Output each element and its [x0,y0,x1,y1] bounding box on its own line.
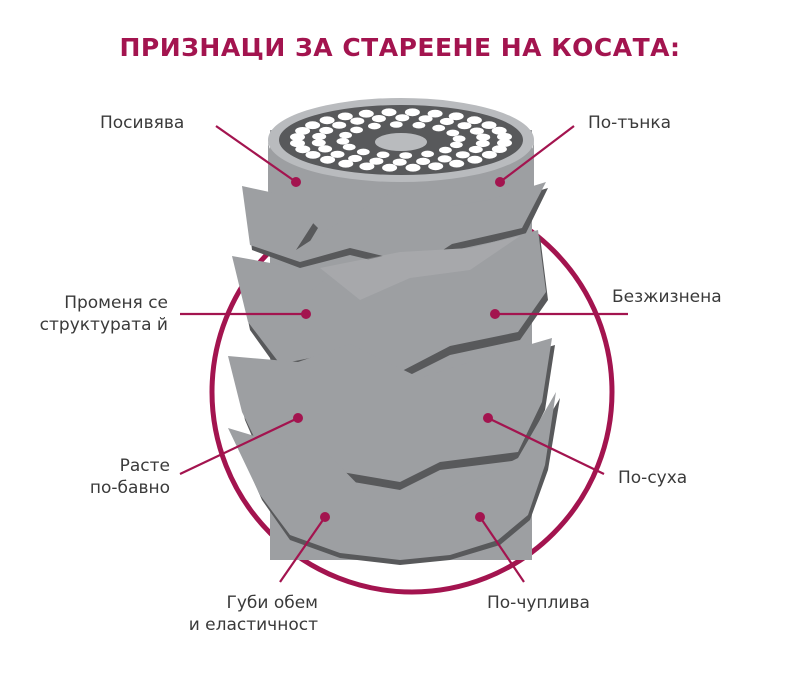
medulla-cell [320,155,336,164]
medulla-cell [475,139,490,148]
medulla-cell [449,159,465,168]
label-thinner: По-тънка [588,112,671,134]
medulla-cell [428,162,444,171]
label-drier: По-суха [618,467,687,489]
medulla-cell [311,139,326,147]
label-lifeless-text: Безжизнена [612,287,722,307]
label-slower: Расте по-бавно [40,455,170,499]
medulla-cell [319,126,334,135]
medulla-cell [332,121,347,129]
medulla-cell [371,115,386,123]
medulla-cell [439,146,452,154]
medulla-cell [295,126,311,135]
medulla-cell [295,145,311,154]
leader-lines [179,125,628,583]
medulla-core [375,133,427,151]
medulla-cell [481,121,497,129]
medulla-cell [432,124,446,132]
medulla-cell [330,150,345,158]
label-grey: Посивява [100,112,184,134]
medulla-cell [455,151,470,159]
medulla-cell [457,122,472,130]
medulla-cell [491,126,507,135]
page-title: ПРИЗНАЦИ ЗА СТАРЕЕНЕ НА КОСАТА: [119,33,681,62]
leader-drier [487,417,605,475]
medulla-cell [290,133,305,141]
leader-volume [279,516,326,583]
label-drier-text: По-суха [618,468,688,488]
label-brittle-text: По-чуплива [487,593,590,613]
medulla-cell [497,139,512,147]
medulla-cell [446,129,460,137]
medulla-cell [466,116,482,125]
medulla-cell [338,159,354,168]
medulla-cell [312,132,327,141]
medulla-cell [376,151,390,159]
medulla-cell [339,131,352,139]
hair-shaft [228,98,560,565]
label-slower-line2: по-бавно [89,478,170,498]
medulla-cell [491,145,507,154]
leader-slower [179,417,299,475]
label-lifeless: Безжизнена [612,286,722,308]
medulla-cell [405,163,421,172]
medulla-cell [468,145,483,154]
label-volume: Губи обем и еластичност [150,592,318,636]
medulla-cell [469,127,484,135]
medulla-cell [476,133,491,141]
label-structure-line1: Променя се [64,293,168,313]
medulla-cell [369,157,384,165]
label-structure: Променя се структурата й [20,292,168,336]
medulla-cell [305,121,321,130]
medulla-cell [359,162,375,171]
medulla-cell [421,150,434,158]
medulla-cell [290,139,305,148]
label-structure-line2: структурата й [39,315,168,335]
medulla-cell [336,138,350,145]
label-volume-line2: и еластичност [188,615,318,635]
medulla-cell [399,152,413,159]
medulla-cell [416,157,431,165]
medulla-cells [290,108,512,172]
medulla-cell [497,132,512,141]
medulla-cell [342,143,356,151]
label-slower-line1: Расте [119,456,170,476]
medulla-cell [412,121,426,129]
medulla-cell [404,108,420,117]
leader-grey [215,125,297,183]
label-grey-text: Посивява [100,113,185,133]
medulla-cell [395,114,410,122]
medulla-cell [481,150,497,159]
medulla-cell [439,117,454,126]
medulla-cell [427,109,443,118]
medulla-cell [418,115,433,123]
label-brittle: По-чуплива [487,592,590,614]
leader-brittle [479,516,525,583]
medulla-cell [448,112,464,121]
medulla-cell [437,155,452,163]
medulla-cell [350,117,365,125]
medulla-cell [350,126,363,134]
medulla-cell [381,108,397,117]
medulla-cell [358,109,374,118]
medulla-cell [319,116,335,125]
medulla-cell [450,141,463,149]
label-volume-line1: Губи обем [226,593,318,613]
medulla-cell [467,155,483,164]
medulla-cell [348,154,363,163]
medulla-cell [337,112,353,121]
leader-dots [291,177,505,522]
leader-thinner [499,125,575,183]
medulla-cell [392,158,407,166]
medulla-cell [368,122,381,130]
medulla-cell [305,151,321,159]
medulla-cell [389,121,403,128]
label-thinner-text: По-тънка [588,113,672,133]
medulla-cell [452,135,466,142]
medulla-cell [318,145,333,153]
medulla-cell [356,148,370,156]
medulla-cell [382,163,398,172]
